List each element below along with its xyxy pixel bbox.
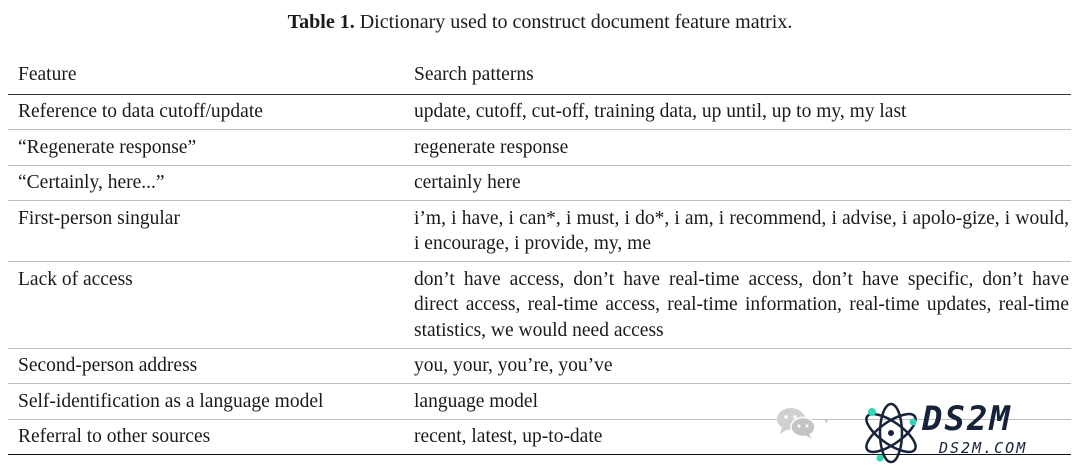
table-row: Second-person address you, your, you’re,…: [8, 348, 1071, 384]
header-search-patterns: Search patterns: [404, 56, 1071, 95]
patterns-cell: recent, latest, up-to-date: [404, 419, 1071, 455]
table-row: “Regenerate response” regenerate respons…: [8, 129, 1071, 166]
patterns-cell: regenerate response: [404, 129, 1071, 166]
table-header-row: Feature Search patterns: [8, 56, 1071, 95]
feature-cell: Self-identification as a language model: [8, 383, 404, 420]
wechat-icon: [777, 408, 816, 439]
feature-cell: First-person singular: [8, 200, 404, 262]
watermark-fade-glyph: ·: [822, 404, 831, 434]
table-row: “Certainly, here...” certainly here: [8, 165, 1071, 201]
feature-cell: Referral to other sources: [8, 419, 404, 455]
patterns-cell: you, your, you’re, you’ve: [404, 348, 1071, 384]
feature-cell: Reference to data cutoff/update: [8, 94, 404, 130]
watermark-title: DS2M: [922, 399, 1012, 439]
feature-cell: Second-person address: [8, 348, 404, 384]
patterns-cell: language model: [404, 383, 1071, 420]
table-row: First-person singular i’m, i have, i can…: [8, 200, 1071, 262]
watermark-subtitle: DS2M.COM: [939, 439, 1028, 457]
patterns-cell: i’m, i have, i can*, i must, i do*, i am…: [404, 200, 1071, 262]
feature-dictionary-table: Feature Search patterns Reference to dat…: [8, 56, 1071, 455]
header-feature: Feature: [8, 56, 404, 95]
feature-cell: “Regenerate response”: [8, 129, 404, 166]
caption-label: Table 1.: [287, 11, 355, 33]
table-row: Lack of access don’t have access, don’t …: [8, 261, 1071, 349]
patterns-cell: update, cutoff, cut-off, training data, …: [404, 94, 1071, 130]
caption-text: Dictionary used to construct document fe…: [359, 11, 793, 33]
watermark-logo: · DS2M DS2M.COM: [776, 400, 1076, 466]
table-row: Reference to data cutoff/update update, …: [8, 94, 1071, 130]
feature-cell: Lack of access: [8, 261, 404, 349]
table-caption: Table 1. Dictionary used to construct do…: [0, 8, 1080, 36]
atom-icon: [865, 402, 917, 464]
patterns-cell: don’t have access, don’t have real-time …: [404, 261, 1071, 349]
table-row: Referral to other sources recent, latest…: [8, 419, 1071, 455]
feature-cell: “Certainly, here...”: [8, 165, 404, 201]
table-row: Self-identification as a language model …: [8, 383, 1071, 420]
patterns-cell: certainly here: [404, 165, 1071, 201]
